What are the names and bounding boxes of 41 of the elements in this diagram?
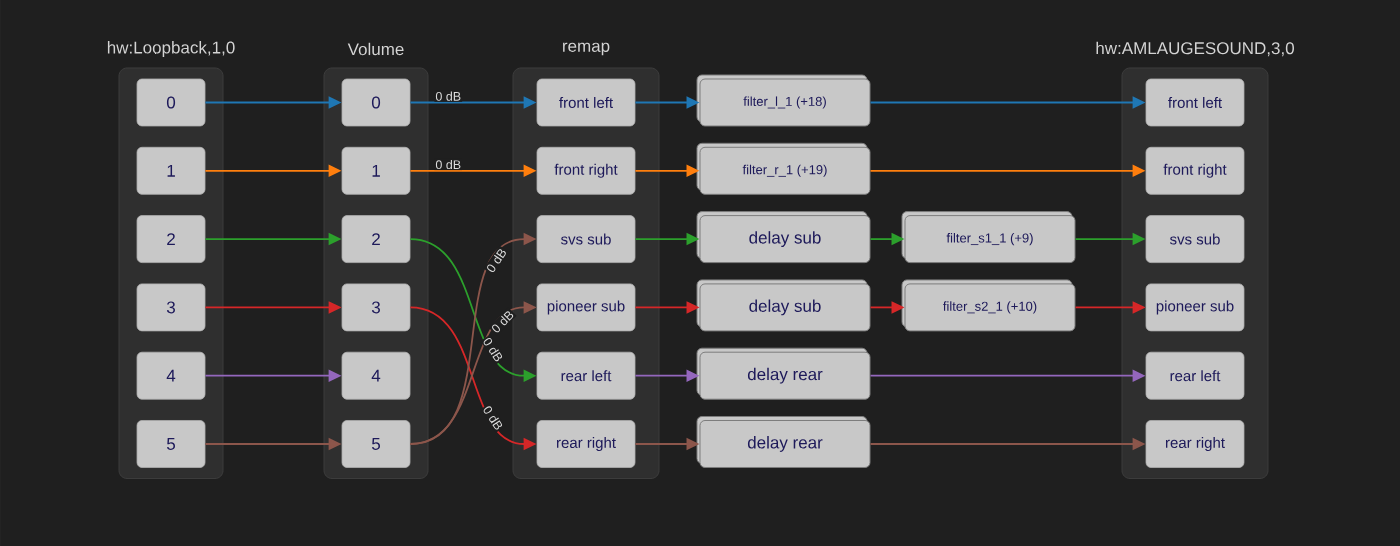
panel-heading: remap: [563, 42, 610, 56]
channel-box: 5: [341, 420, 411, 468]
channel-box: 1: [136, 146, 206, 195]
channel-box: pioneer sub: [536, 283, 636, 332]
panel-heading: hw:Loopback,1,0: [107, 41, 235, 57]
channel-box: 1: [341, 146, 411, 195]
stacked-box: delay rear: [696, 347, 871, 400]
edge-label: 0 dB: [488, 307, 517, 336]
panel-heading: hw:AMLAUGESOUND,3,0: [1096, 41, 1294, 57]
panel-heading: Volume: [347, 42, 404, 56]
stacked-box: filter_s2_1 (+10): [901, 279, 1076, 332]
channel-box: 2: [341, 215, 411, 263]
stacked-box: filter_r_1 (+19): [696, 142, 871, 195]
channel-box: 2: [136, 215, 206, 263]
channel-box: 4: [136, 351, 206, 400]
channel-box: svs sub: [1145, 215, 1245, 263]
channel-box: 0: [341, 78, 411, 127]
channel-box: rear right: [1145, 420, 1245, 468]
channel-box: front left: [536, 78, 636, 127]
channel-box: 4: [341, 351, 411, 400]
channel-box: pioneer sub: [1145, 283, 1245, 332]
channel-box: 3: [341, 283, 411, 332]
channel-box: front right: [536, 146, 636, 195]
channel-box: rear right: [536, 420, 636, 468]
stacked-box: delay sub: [696, 211, 871, 264]
stacked-box: filter_l_1 (+18): [696, 74, 871, 127]
edge-label: 0 dB: [480, 334, 506, 365]
channel-box: 3: [136, 283, 206, 332]
channel-box: svs sub: [536, 215, 636, 263]
stacked-box: delay sub: [696, 279, 871, 332]
edge-label: 0 dB: [434, 90, 463, 102]
channel-box: 5: [136, 420, 206, 468]
stacked-box: filter_s1_1 (+9): [901, 211, 1076, 264]
stacked-box: delay rear: [696, 416, 871, 468]
edge-label: 0 dB: [483, 245, 509, 276]
channel-box: front right: [1145, 146, 1245, 195]
channel-box: front left: [1145, 78, 1245, 127]
channel-box: 0: [136, 78, 206, 127]
channel-box: rear left: [1145, 351, 1245, 400]
channel-box: rear left: [536, 351, 636, 400]
edge-label: 0 dB: [480, 402, 506, 433]
